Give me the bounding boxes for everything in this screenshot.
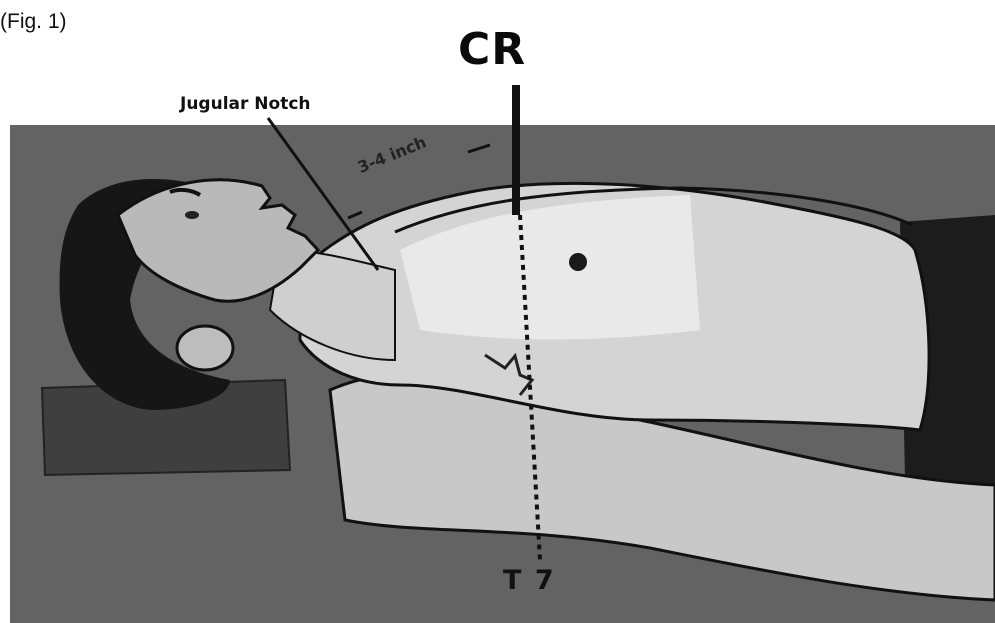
- central-ray-label: CR: [458, 24, 526, 75]
- central-ray-arrow-icon: [512, 85, 520, 215]
- vertebra-label: T 7: [503, 565, 556, 596]
- figure-label: (Fig. 1): [0, 10, 67, 34]
- nipple: [569, 253, 587, 271]
- ear: [177, 326, 233, 370]
- eye: [185, 211, 199, 219]
- jugular-notch-label: Jugular Notch: [180, 94, 311, 114]
